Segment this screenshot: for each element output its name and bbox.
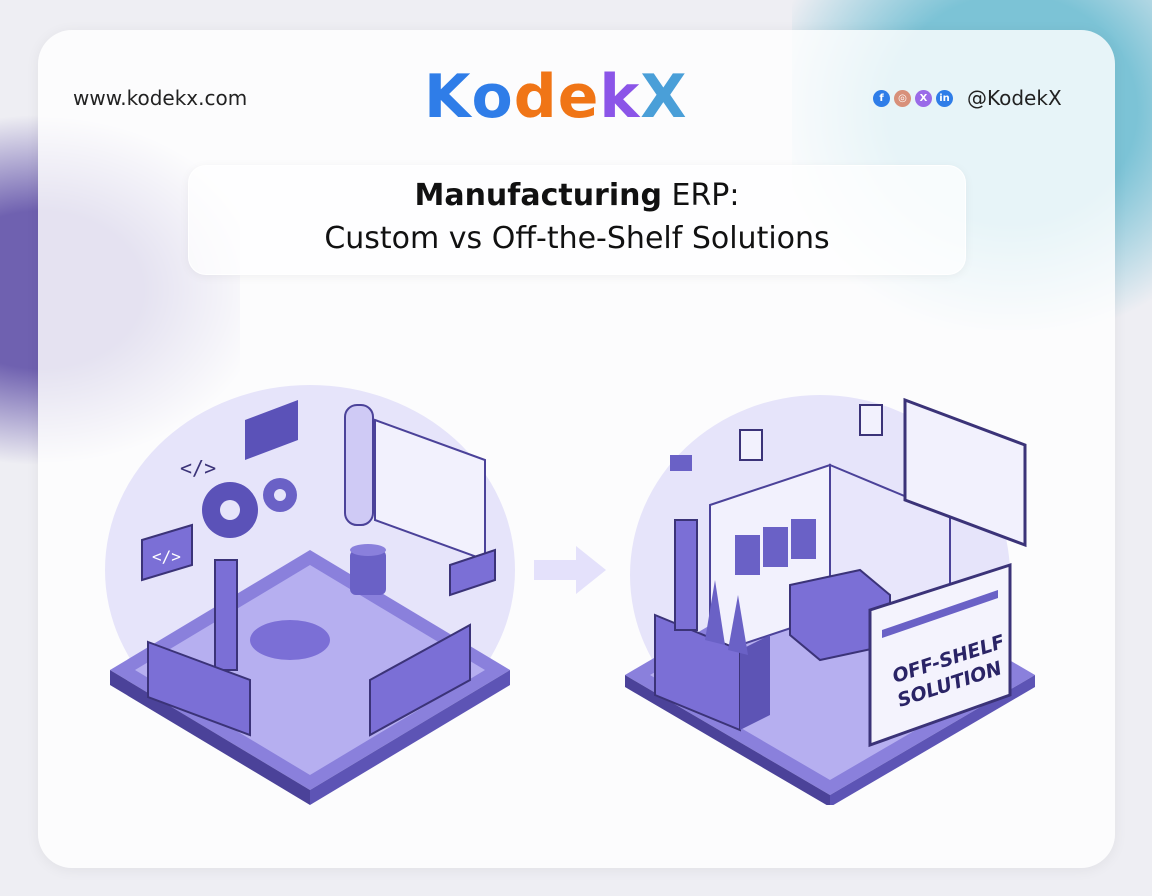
linkedin-icon[interactable]: in	[936, 89, 953, 107]
pipe	[344, 404, 374, 526]
floor-edge	[625, 675, 830, 805]
page-title-rest: ERP:	[661, 178, 740, 213]
chimney	[705, 580, 725, 645]
logo-letter: k	[599, 62, 641, 132]
monitor-icon	[245, 400, 298, 460]
gear-floor	[250, 620, 330, 660]
gear-icon	[263, 478, 297, 512]
logo-letter: K	[424, 62, 472, 132]
floor-edge	[310, 670, 510, 805]
screen-panel	[449, 548, 496, 597]
boxes	[735, 519, 816, 575]
facebook-icon[interactable]: f	[873, 89, 890, 107]
gear-icon	[202, 482, 258, 538]
code-panel	[141, 523, 193, 582]
mail-icon	[670, 455, 692, 471]
machine-column	[214, 559, 238, 671]
page-title: Manufacturing ERP:	[189, 178, 965, 213]
code-tag: </>	[152, 547, 181, 566]
social-handle[interactable]: @KodekX	[967, 86, 1062, 110]
website-url[interactable]: www.kodekx.com	[73, 86, 248, 110]
checklist-icon	[739, 429, 763, 461]
off-shelf-sign	[868, 562, 1012, 748]
x-icon[interactable]: X	[915, 89, 932, 107]
database-icon	[350, 544, 386, 595]
title-box: Manufacturing ERP: Custom vs Off-the-She…	[188, 165, 966, 275]
sign-bar	[882, 590, 998, 638]
factory-side	[740, 635, 770, 730]
arrow-right-icon	[534, 546, 606, 594]
kodekx-logo: KodekX	[424, 62, 688, 132]
custom-erp-illustration: </> </>	[105, 385, 515, 805]
machine-block	[147, 640, 251, 737]
machine-block	[369, 623, 471, 737]
page-title-bold: Manufacturing	[414, 178, 662, 213]
instagram-icon[interactable]: ◎	[894, 89, 911, 107]
logo-letter: e	[557, 62, 600, 132]
clipboard-icon	[859, 404, 883, 436]
chimney	[728, 595, 748, 655]
logo-letter: X	[640, 62, 688, 132]
floor-edge	[110, 670, 310, 805]
erp-screen-panel	[903, 397, 1027, 548]
off-shelf-erp-illustration: OFF-SHELF SOLUTION	[625, 395, 1035, 805]
logo-letter: d	[513, 62, 558, 132]
chimney	[674, 519, 698, 631]
code-tag-floating: </>	[180, 456, 216, 480]
logo-letter: o	[471, 62, 514, 132]
floor-edge	[830, 675, 1035, 805]
page-subtitle: Custom vs Off-the-Shelf Solutions	[324, 221, 830, 256]
